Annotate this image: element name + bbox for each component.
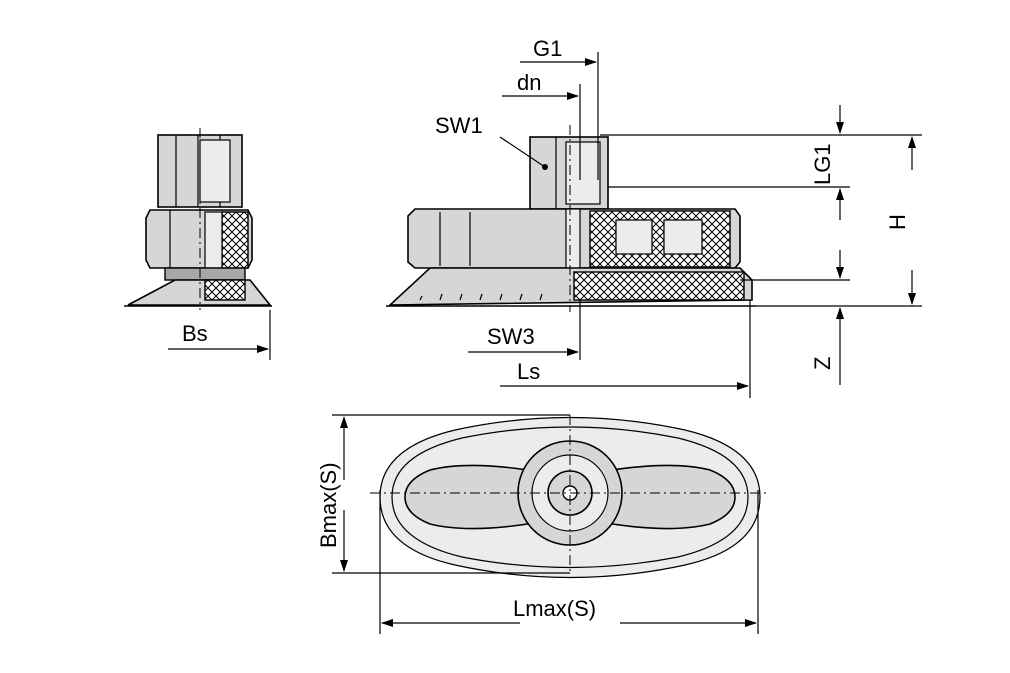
label-dn: dn (517, 70, 541, 95)
top-view (370, 415, 770, 579)
label-g1: G1 (533, 36, 562, 61)
label-sw3: SW3 (487, 324, 535, 349)
label-bs: Bs (182, 321, 208, 346)
label-sw1: SW1 (435, 113, 483, 138)
skirt-ribs (419, 293, 543, 301)
front-view (386, 125, 756, 312)
label-z: Z (810, 357, 835, 370)
label-ls: Ls (517, 359, 540, 384)
label-h: H (885, 214, 910, 230)
label-bmax: Bmax(S) (316, 462, 341, 548)
label-lg1: LG1 (810, 143, 835, 185)
label-lmax: Lmax(S) (513, 596, 596, 621)
dimensions (168, 52, 922, 634)
side-view (124, 128, 272, 310)
